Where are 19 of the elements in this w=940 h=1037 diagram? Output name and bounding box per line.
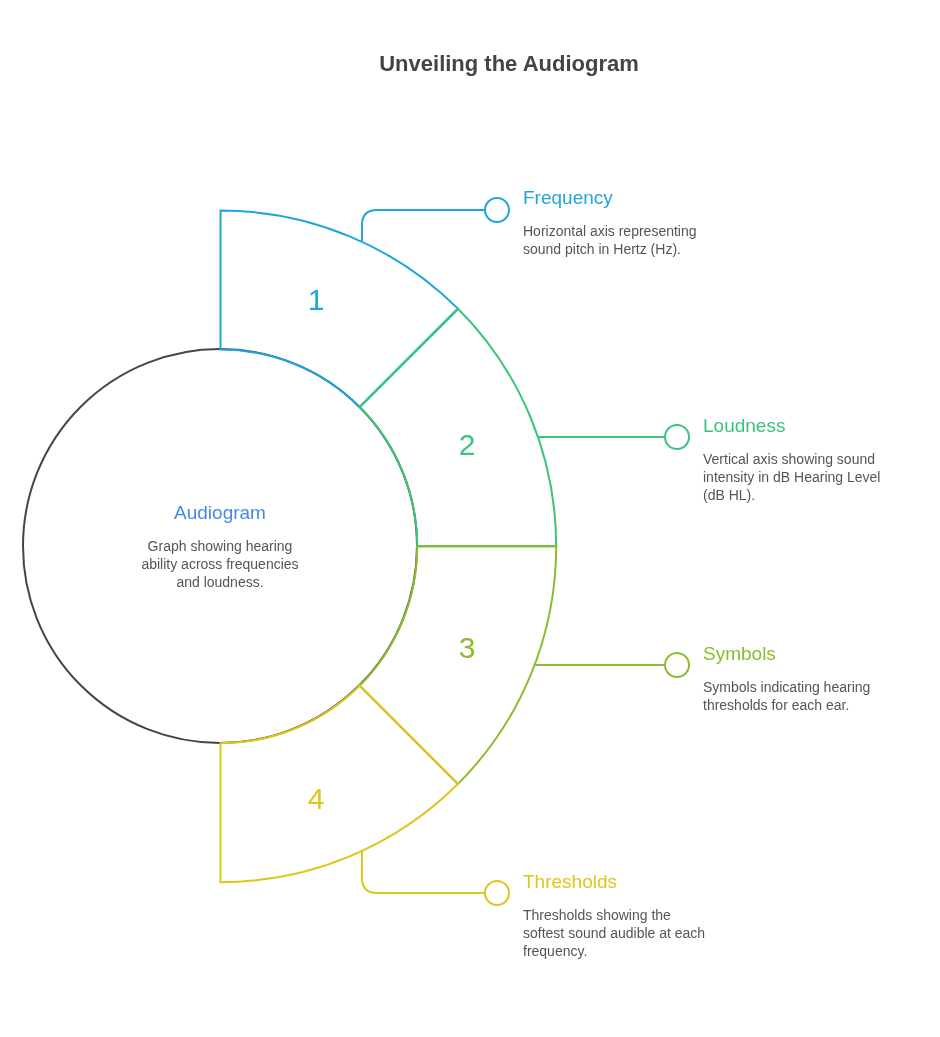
- topic-description: Horizontal axis representing sound pitch in Hertz (Hz).: [523, 222, 698, 258]
- segment-number: 3: [458, 631, 476, 665]
- topic-description: Symbols indicating hearing thresholds for each ear.: [703, 678, 872, 714]
- topic-heading: Thresholds: [523, 871, 617, 893]
- leader-line: [361, 209, 486, 243]
- circle-title: Audiogram: [174, 502, 266, 524]
- topic-heading: Loudness: [703, 415, 786, 437]
- topic-heading: Symbols: [703, 643, 776, 665]
- segment-number: 4: [307, 782, 325, 816]
- segment-number: 2: [458, 428, 476, 462]
- topic-description: Thresholds showing the softest sound audible at each frequency.: [523, 906, 707, 960]
- segment-number: 1: [307, 283, 325, 317]
- leader-line: [361, 849, 486, 894]
- topic-heading: Frequency: [523, 187, 613, 209]
- diagram-title: Unveiling the Audiogram: [379, 50, 639, 78]
- leader-line: [533, 664, 666, 666]
- circle-description: Graph showing hearing ability across frequencies and loudness.: [140, 537, 300, 591]
- leader-line: [536, 436, 666, 438]
- topic-description: Vertical axis showing sound intensity in dB Hearing Level (dB HL).: [703, 450, 882, 504]
